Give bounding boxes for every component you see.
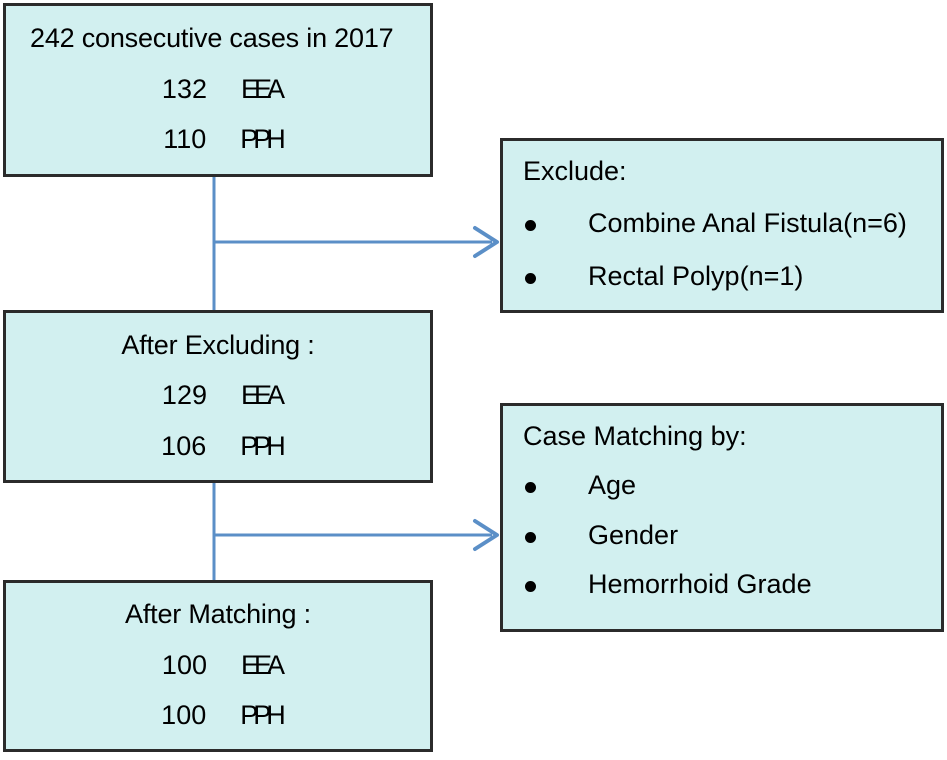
bullet-dot-icon — [525, 272, 536, 284]
node-after-matching-count-eea-procedure: EEA — [240, 649, 285, 680]
node-case-matching-criteria: Case Matching by: Age Gender Hemorrhoid … — [500, 403, 944, 632]
node-after-excluding: After Excluding : 129 EEA 106 PPH — [3, 310, 433, 483]
bullet-dot-icon — [525, 531, 536, 543]
node-after-excluding-count-eea-procedure: EEA — [240, 380, 285, 411]
bullet-dot-icon — [525, 482, 536, 494]
list-item: Age — [503, 470, 941, 501]
node-enrolled-count-pph-procedure: PPH — [240, 124, 285, 155]
node-exclude-criteria: Exclude: Combine Anal Fistula(n=6) Recta… — [500, 138, 944, 313]
node-exclude-heading: Exclude: — [523, 156, 627, 186]
case-matching-item-label: Age — [588, 470, 637, 501]
node-after-matching-count-eea-number: 100 — [161, 649, 207, 680]
case-matching-bullet-list: Age Gender Hemorrhoid Grade — [503, 471, 941, 598]
arrowhead-to-exclude-icon — [473, 226, 499, 258]
node-enrolled-count-eea-procedure: EEA — [240, 73, 285, 104]
case-matching-item-label: Hemorrhoid Grade — [588, 569, 812, 600]
bullet-dot-icon — [525, 220, 536, 232]
arrowhead-to-case-matching-icon — [473, 519, 499, 551]
node-after-excluding-count-pph-number: 106 — [161, 430, 207, 461]
node-after-excluding-count-eea: 129 EEA — [6, 380, 430, 411]
node-case-matching-heading: Case Matching by: — [523, 421, 747, 451]
node-enrolled-cases: 242 consecutive cases in 2017 132 EEA 110… — [3, 3, 433, 177]
exclude-bullet-list: Combine Anal Fistula(n=6) Rectal Polyp(n… — [503, 209, 941, 290]
exclude-item-label: Rectal Polyp(n=1) — [588, 260, 804, 291]
node-after-excluding-count-pph: 106 PPH — [6, 430, 430, 461]
node-after-matching-count-pph-procedure: PPH — [240, 700, 285, 731]
node-enrolled-count-pph: 110 PPH — [6, 124, 430, 155]
node-after-excluding-count-pph-procedure: PPH — [240, 430, 285, 461]
node-after-excluding-title: After Excluding : — [121, 329, 315, 360]
list-item: Hemorrhoid Grade — [503, 570, 941, 598]
node-enrolled-count-eea: 132 EEA — [6, 73, 430, 104]
list-item: Gender — [503, 521, 941, 549]
exclude-item-label: Combine Anal Fistula(n=6) — [588, 208, 907, 239]
node-after-excluding-count-eea-number: 129 — [161, 380, 207, 411]
node-after-matching-count-eea: 100 EEA — [6, 649, 430, 680]
list-item: Rectal Polyp(n=1) — [503, 262, 941, 290]
node-enrolled-count-pph-number: 110 — [163, 124, 207, 155]
case-matching-item-label: Gender — [588, 519, 679, 550]
node-enrolled-count-eea-number: 132 — [161, 73, 207, 104]
list-item: Combine Anal Fistula(n=6) — [503, 208, 941, 239]
node-enrolled-title: 242 consecutive cases in 2017 — [30, 23, 394, 54]
bullet-dot-icon — [525, 581, 536, 593]
node-after-matching-count-pph-number: 100 — [161, 700, 207, 731]
node-after-matching-count-pph: 100 PPH — [6, 700, 430, 731]
node-after-matching-title: After Matching : — [125, 599, 311, 630]
